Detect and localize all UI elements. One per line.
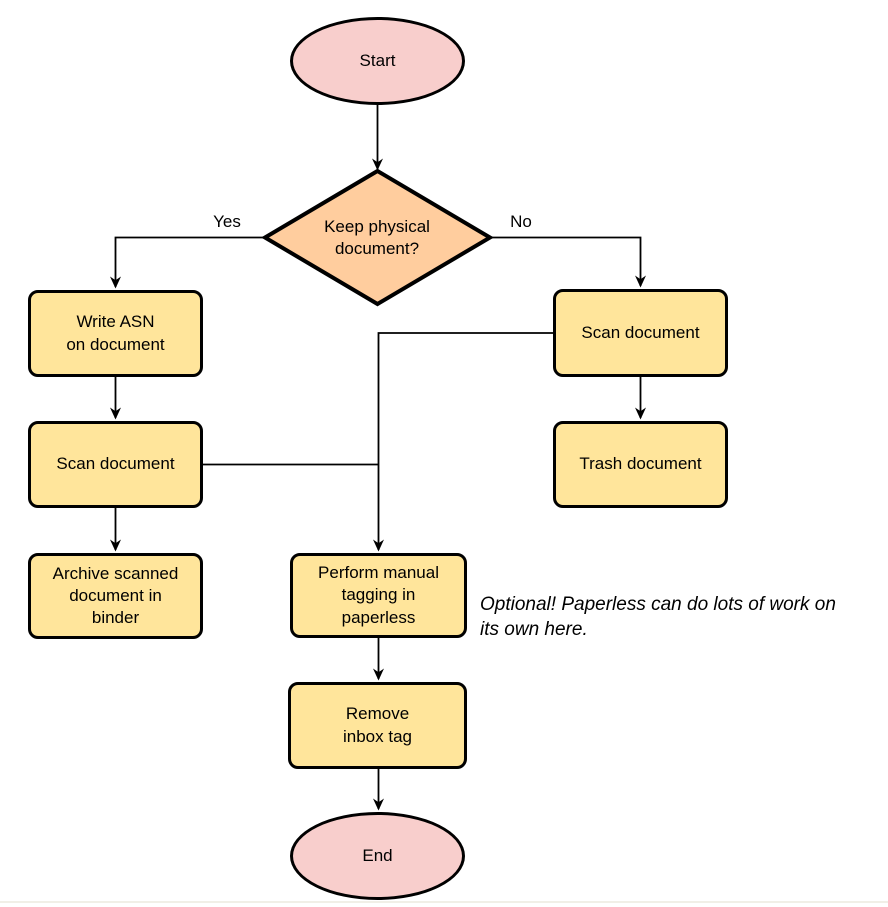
node-start-label: Start (359, 50, 396, 70)
edge-label-yes: Yes (213, 212, 241, 231)
edge-label-no: No (510, 212, 532, 231)
node-scan-document-left: Scan document (28, 421, 203, 508)
edge-decision-yes-to-writeasn (110, 236, 265, 289)
node-start: Start (290, 17, 465, 105)
node-trash-document: Trash document (553, 421, 728, 508)
node-decision-label: Keep physical document? (324, 217, 430, 259)
edge-scanright-to-tagging (373, 332, 553, 552)
note-optional: Optional! Paperless can do lots of work … (480, 594, 836, 641)
node-archive-binder-label: Archive scanned document in binder (52, 563, 179, 628)
node-archive-binder: Archive scanned document in binder (28, 553, 203, 639)
node-scan-document-left-label: Scan document (56, 454, 175, 474)
node-perform-tagging-label: Perform manual tagging in paperless (318, 563, 439, 627)
node-perform-tagging: Perform manual tagging in paperless (290, 553, 467, 638)
decision-shape (261, 168, 494, 307)
bottom-rule (0, 901, 888, 903)
node-write-asn: Write ASN on document (28, 290, 203, 377)
node-scan-document-right-label: Scan document (581, 322, 700, 342)
node-end: End (290, 812, 465, 900)
node-end-label: End (362, 845, 393, 865)
node-trash-document-label: Trash document (579, 454, 702, 474)
edge-decision-no-to-scanright (490, 236, 646, 288)
node-scan-document-right: Scan document (553, 289, 728, 377)
node-write-asn-label: Write ASN on document (66, 312, 165, 354)
node-remove-inbox-tag-label: Remove inbox tag (343, 704, 412, 746)
node-remove-inbox-tag: Remove inbox tag (288, 682, 467, 769)
